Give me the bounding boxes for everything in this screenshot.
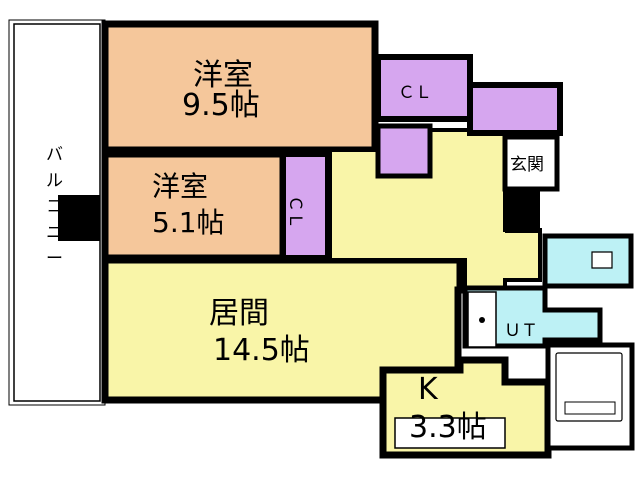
room-size-1: 9.5帖 (182, 88, 260, 123)
storage-top-right (467, 82, 563, 136)
living-size: 14.5帖 (213, 333, 310, 368)
svg-text:コ: コ (46, 197, 63, 217)
svg-text:ル: ル (46, 171, 63, 191)
room-name-1: 洋室 (193, 58, 253, 93)
kitchen-name: K (418, 372, 439, 407)
balcony-door-pillar (58, 195, 100, 241)
closet-label-2: ＣＬ (285, 195, 305, 229)
closet-2 (280, 151, 331, 261)
svg-text:ニ: ニ (46, 223, 63, 243)
balcony-label: バ (46, 145, 63, 165)
storage-small (375, 123, 433, 179)
svg-text:ー: ー (46, 249, 63, 269)
room-name-2: 洋室 (152, 170, 208, 203)
toilet (542, 233, 634, 289)
closet-1 (375, 54, 473, 122)
closet-label-1: ＣＬ (398, 83, 432, 103)
entrance-pillar (505, 188, 540, 233)
entrance-label: 玄関 (510, 155, 544, 175)
living-name: 居間 (209, 296, 269, 331)
utility-label: ＵＴ (504, 321, 538, 341)
room-size-2: 5.1帖 (152, 206, 225, 239)
kitchen-size: 3.3帖 (409, 410, 487, 445)
entrance (502, 134, 560, 192)
